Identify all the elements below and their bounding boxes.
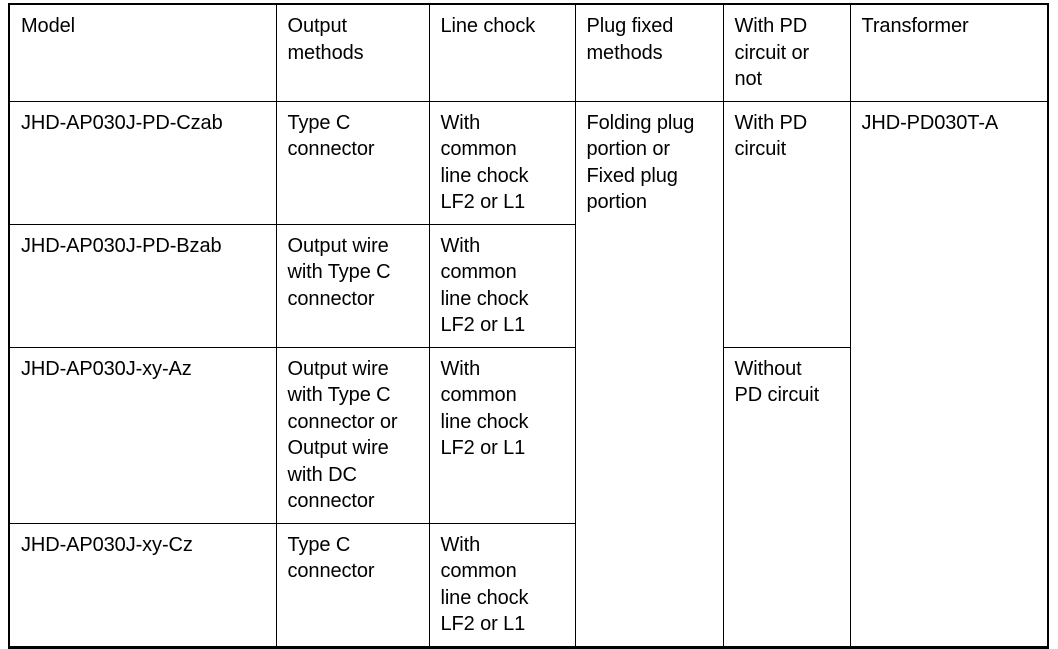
- column-header-plug-fixed-methods-label: Plug fixed methods: [586, 15, 674, 64]
- table-header-row: Model Output methods Line chock Plug fix…: [8, 3, 1049, 102]
- cell-transformer-value: JHD-PD030T-A: [861, 111, 999, 134]
- cell-model: JHD-AP030J-PD-Czab: [8, 100, 277, 225]
- column-header-model-label: Model: [21, 15, 75, 37]
- cell-output-methods: Type C connector: [275, 522, 430, 648]
- cell-line-chock-value: With common line chock LF2 or L1: [440, 111, 529, 214]
- cell-output-methods: Output wire with Type C connector: [275, 223, 430, 348]
- cell-model-value: JHD-AP030J-xy-Cz: [21, 533, 193, 556]
- column-header-transformer: Transformer: [849, 3, 1049, 102]
- cell-model: JHD-AP030J-PD-Bzab: [8, 223, 277, 348]
- cell-line-chock: With common line chock LF2 or L1: [428, 522, 576, 648]
- cell-without-pd-circuit-merged: Without PD circuit: [722, 346, 851, 648]
- column-header-line-chock: Line chock: [428, 3, 576, 102]
- cell-line-chock-value: With common line chock LF2 or L1: [440, 234, 529, 337]
- cell-model-value: JHD-AP030J-xy-Az: [21, 357, 192, 380]
- column-header-with-pd-circuit-or-not: With PD circuit or not: [722, 3, 851, 102]
- cell-without-pd-circuit-value: Without PD circuit: [734, 357, 820, 407]
- column-header-model: Model: [8, 3, 277, 102]
- cell-plug-fixed-methods-merged: Folding plug portion or Fixed plug porti…: [574, 100, 724, 648]
- cell-output-methods-value: Type C connector: [287, 533, 375, 583]
- cell-transformer-merged: JHD-PD030T-A: [849, 100, 1049, 648]
- table-row: JHD-AP030J-PD-Bzab Output wire with Type…: [8, 223, 1048, 348]
- cell-line-chock-value: With common line chock LF2 or L1: [440, 533, 529, 636]
- cell-plug-fixed-methods-value: Folding plug portion or Fixed plug porti…: [586, 111, 695, 214]
- cell-line-chock: With common line chock LF2 or L1: [428, 100, 576, 225]
- cell-model-value: JHD-AP030J-PD-Bzab: [21, 234, 222, 257]
- cell-output-methods: Output wire with Type C connector or Out…: [275, 346, 430, 524]
- column-header-output-methods: Output methods: [275, 3, 430, 102]
- table-row: JHD-AP030J-xy-Az Output wire with Type C…: [8, 346, 1048, 648]
- column-header-transformer-label: Transformer: [861, 15, 969, 37]
- cell-output-methods-value: Output wire with Type C connector or Out…: [287, 357, 398, 513]
- cell-line-chock-value: With common line chock LF2 or L1: [440, 357, 529, 460]
- column-header-output-methods-label: Output methods: [287, 15, 364, 64]
- table-row: JHD-AP030J-PD-Czab Type C connector With…: [8, 100, 1049, 648]
- column-header-line-chock-label: Line chock: [440, 15, 536, 37]
- product-spec-table: Model Output methods Line chock Plug fix…: [8, 3, 1049, 649]
- cell-output-methods-value: Type C connector: [287, 111, 375, 161]
- cell-with-pd-circuit-value: With PD circuit: [734, 111, 808, 161]
- cell-model-value: JHD-AP030J-PD-Czab: [21, 111, 223, 134]
- cell-output-methods-value: Output wire with Type C connector: [287, 234, 391, 310]
- cell-with-pd-circuit-merged: With PD circuit: [722, 100, 851, 348]
- cell-line-chock: With common line chock LF2 or L1: [428, 346, 576, 524]
- table-row: JHD-AP030J-xy-Cz Type C connector With c…: [8, 522, 1048, 648]
- column-header-plug-fixed-methods: Plug fixed methods: [574, 3, 724, 102]
- cell-line-chock: With common line chock LF2 or L1: [428, 223, 576, 348]
- cell-output-methods: Type C connector: [275, 100, 430, 225]
- cell-model: JHD-AP030J-xy-Cz: [8, 522, 277, 648]
- column-header-with-pd-circuit-or-not-label: With PD circuit or not: [734, 15, 810, 90]
- cell-model: JHD-AP030J-xy-Az: [8, 346, 277, 524]
